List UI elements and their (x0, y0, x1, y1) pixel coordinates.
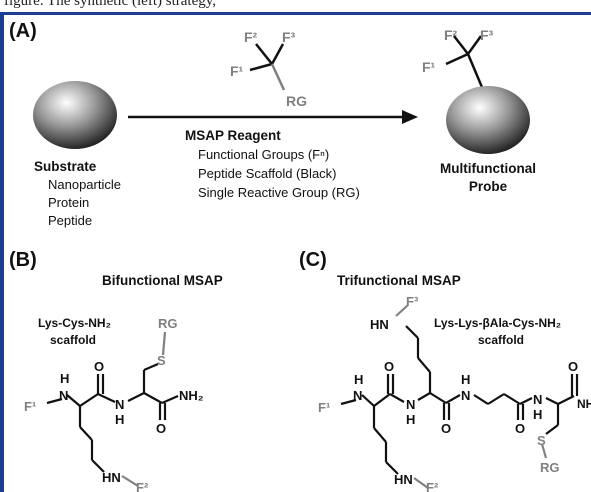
c-atom-hn-bottom: HN (394, 472, 413, 487)
c-atom-h3: H (461, 372, 470, 387)
product-f3: F³ (480, 27, 494, 43)
c-atom-n4: N (533, 392, 542, 407)
header-text: figure. The synthetic (left) strategy, (4, 0, 217, 9)
reagent-f3: F³ (282, 29, 296, 45)
product-title-line1: Multifunctional (440, 161, 536, 176)
c-atom-o4: O (568, 359, 578, 374)
reagent-f1: F¹ (230, 63, 244, 79)
c-atom-hn-top: HN (370, 317, 389, 332)
header-strip: figure. The synthetic (left) strategy, (0, 0, 591, 12)
reagent-structure (249, 43, 286, 91)
panel-b-scaffold-line2: scaffold (50, 333, 96, 347)
panel-c-scaffold-line2: scaffold (478, 333, 524, 347)
b-atom-n2: N (115, 397, 124, 412)
c-atom-f1: F¹ (318, 400, 330, 415)
c-atom-s: S (537, 433, 546, 448)
b-atom-nh2: NH₂ (179, 388, 204, 403)
arrow-head (402, 110, 418, 124)
substrate-sphere (33, 81, 117, 149)
b-atom-f2: F² (136, 480, 149, 492)
reagent-item-2: Peptide Scaffold (Black) (198, 166, 337, 181)
b-atom-s: S (157, 353, 166, 368)
c-atom-o1: O (384, 359, 394, 374)
reagent-rg: RG (286, 93, 307, 109)
figure-frame (0, 12, 591, 492)
c-atom-n3: N (461, 388, 470, 403)
c-atom-h1: H (354, 372, 363, 387)
reagent-f2: F² (244, 29, 258, 45)
c-atom-f2: F² (426, 480, 439, 492)
substrate-item-2: Protein (48, 195, 89, 210)
panel-c-scaffold-line1: Lys-Lys-βAla-Cys-NH₂ (434, 316, 561, 330)
b-atom-f1: F¹ (24, 399, 36, 414)
panel-b-title: Bifunctional MSAP (102, 273, 223, 288)
trifunctional-structure (340, 304, 579, 489)
product-structure (445, 35, 486, 93)
b-atom-rg: RG (158, 316, 178, 331)
reagent-title: MSAP Reagent (185, 128, 281, 143)
product-sphere (446, 86, 530, 154)
panel-c-title: Trifunctional MSAP (337, 273, 461, 288)
panel-c-label: (C) (299, 249, 327, 271)
product-f2: F² (444, 27, 458, 43)
substrate-title: Substrate (34, 159, 97, 174)
b-atom-o2: O (156, 421, 166, 436)
c-atom-n1: N (353, 388, 362, 403)
c-atom-h4: H (533, 407, 542, 422)
bifunctional-structure (46, 331, 179, 487)
reagent-item-3: Single Reactive Group (RG) (198, 185, 360, 200)
b-atom-o1: O (94, 359, 104, 374)
b-atom-hn: HN (102, 470, 121, 485)
panel-b-scaffold-line1: Lys-Cys-NH₂ (38, 316, 111, 330)
c-atom-nh2: NH₂ (577, 397, 591, 411)
product-f1: F¹ (422, 59, 436, 75)
c-atom-f3: F³ (406, 294, 419, 309)
substrate-item-1: Nanoparticle (48, 177, 121, 192)
c-atom-rg: RG (540, 460, 560, 475)
reagent-item-1: Functional Groups (Fⁿ) (198, 147, 329, 162)
b-atom-h2: H (115, 412, 124, 427)
panel-b-label: (B) (9, 249, 37, 271)
b-atom-n1: N (59, 388, 68, 403)
c-atom-h2: H (406, 412, 415, 427)
substrate-item-3: Peptide (48, 213, 92, 228)
c-atom-o3: O (515, 421, 525, 436)
b-atom-h1: H (60, 371, 69, 386)
c-atom-o2: O (441, 421, 451, 436)
panel-a-label: (A) (9, 20, 37, 42)
c-atom-n2: N (406, 397, 415, 412)
product-title-line2: Probe (469, 179, 508, 194)
